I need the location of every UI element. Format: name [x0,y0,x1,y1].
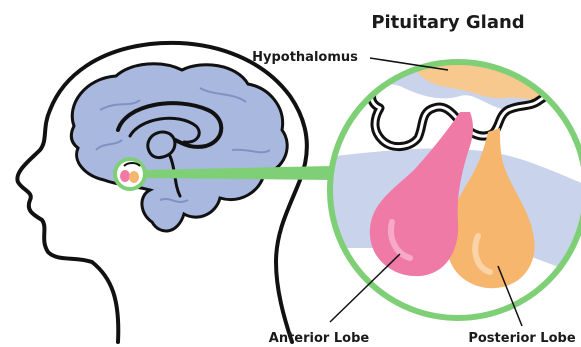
anterior-lobe-label: Anterior Lobe [269,331,370,346]
posterior-lobe-label: Posterior Lobe [468,331,575,346]
thalamus [148,132,175,158]
hypothalamus-label: Hypothalomus [252,50,358,65]
diagram-title: Pituitary Gland [371,12,524,33]
small-anterior-lobe [120,170,130,182]
small-posterior-lobe [129,171,139,183]
